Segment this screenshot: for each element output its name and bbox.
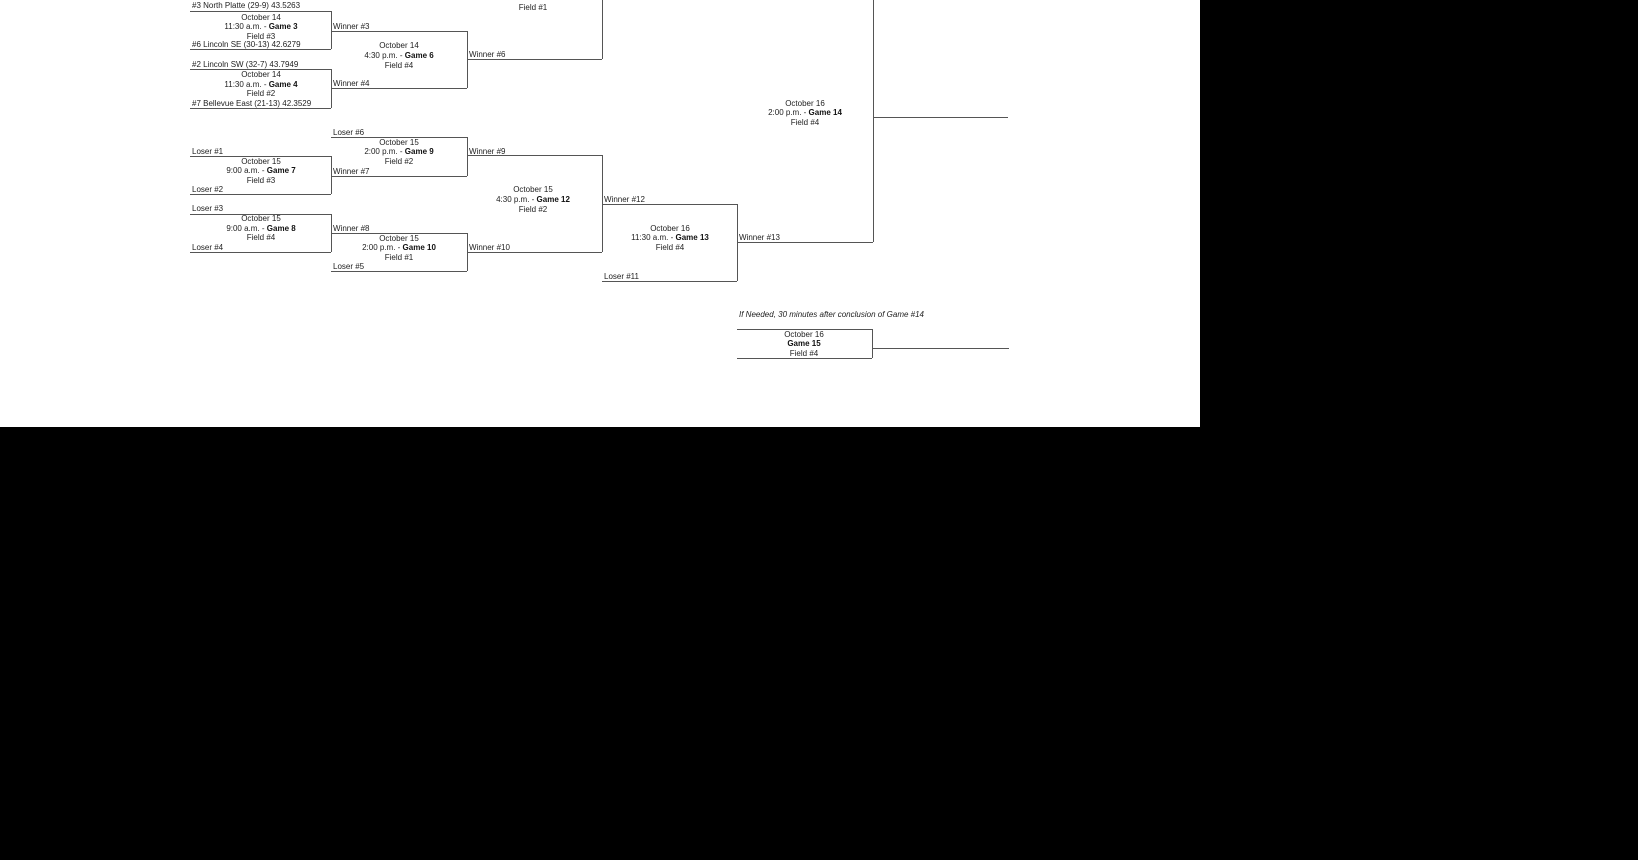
game-time: 2:00 p.m. - Game 9 xyxy=(364,147,434,156)
team-label: Loser #5 xyxy=(333,262,365,271)
bracket-line xyxy=(190,69,331,70)
game-time: 9:00 a.m. - Game 7 xyxy=(226,166,296,175)
game-field: Field #3 xyxy=(246,32,276,41)
team-label: Winner #4 xyxy=(333,79,370,88)
team-label: #2 Lincoln SW (32-7) 43.7949 xyxy=(192,60,299,69)
game-name: Game 15 xyxy=(787,339,821,348)
game-time: 4:30 p.m. - Game 6 xyxy=(364,51,434,60)
bracket-line xyxy=(602,0,603,59)
bracket-line xyxy=(331,176,467,177)
game-date: October 15 xyxy=(379,234,419,243)
game-date: October 15 xyxy=(379,138,419,147)
game-date: October 14 xyxy=(241,70,281,79)
bracket-line xyxy=(331,31,467,32)
bracket-line xyxy=(331,11,332,49)
team-label: #7 Bellevue East (21-13) 42.3529 xyxy=(192,99,312,108)
game-field: Field #4 xyxy=(246,233,276,242)
bracket-line xyxy=(467,59,602,60)
team-label: Winner #3 xyxy=(333,22,370,31)
game-field: Field #1 xyxy=(384,253,414,262)
game-field: Field #2 xyxy=(384,157,414,166)
team-label: Loser #3 xyxy=(192,204,224,213)
team-label: Winner #12 xyxy=(604,195,645,204)
bracket-line xyxy=(737,329,872,330)
team-label: Winner #13 xyxy=(739,233,780,242)
game-field: Field #4 xyxy=(790,118,820,127)
bracket-line xyxy=(737,242,873,243)
team-label: Winner #9 xyxy=(469,147,506,156)
game-11-field: Field #1 xyxy=(518,3,548,12)
bracket-line xyxy=(737,358,872,359)
bracket-line xyxy=(467,31,468,88)
game-field: Field #4 xyxy=(789,349,819,358)
game-date: October 15 xyxy=(241,214,281,223)
team-label: Loser #11 xyxy=(604,272,639,281)
bracket-line xyxy=(602,204,737,205)
bracket-line xyxy=(331,88,467,89)
bracket-line xyxy=(190,108,331,109)
team-label: Winner #7 xyxy=(333,167,370,176)
game-time: 2:00 p.m. - Game 10 xyxy=(362,243,436,252)
bracket-line xyxy=(190,214,331,215)
game-date: October 16 xyxy=(650,224,690,233)
team-label: Loser #1 xyxy=(192,147,224,156)
if-needed-note: If Needed, 30 minutes after conclusion o… xyxy=(739,310,924,319)
team-label: #3 North Platte (29-9) 43.5263 xyxy=(192,1,301,10)
team-label: #6 Lincoln SE (30-13) 42.6279 xyxy=(192,40,301,49)
bracket-line xyxy=(190,49,331,50)
bracket-line xyxy=(467,252,602,253)
bracket-line xyxy=(190,156,331,157)
bracket-line xyxy=(331,156,332,194)
team-label: Loser #2 xyxy=(192,185,224,194)
bracket-line xyxy=(873,0,874,242)
game-time: 11:30 a.m. - Game 4 xyxy=(224,80,298,89)
game-date: October 14 xyxy=(241,13,281,22)
game-field: Field #2 xyxy=(518,205,548,214)
bracket-line xyxy=(467,137,468,176)
bracket-line xyxy=(190,11,331,12)
game-field: Field #2 xyxy=(246,89,276,98)
bracket-line xyxy=(872,348,1009,349)
bracket-line xyxy=(872,329,873,358)
game-date: October 15 xyxy=(241,157,281,166)
game-date: October 15 xyxy=(513,185,553,194)
bracket-line xyxy=(190,194,331,195)
game-time: 11:30 a.m. - Game 3 xyxy=(224,22,298,31)
team-label: Loser #4 xyxy=(192,243,224,252)
game-time: 4:30 p.m. - Game 12 xyxy=(496,195,570,204)
game-date: October 14 xyxy=(379,41,419,50)
bracket-line xyxy=(467,155,602,156)
bracket-content: Field #1 #3 North Platte (29-9) 43.5263 … xyxy=(0,0,1200,425)
game-time: 9:00 a.m. - Game 8 xyxy=(226,224,296,233)
bracket-line xyxy=(331,137,467,138)
bracket-line xyxy=(602,155,603,252)
game-field: Field #4 xyxy=(384,61,414,70)
team-label: Winner #6 xyxy=(469,50,506,59)
team-label: Loser #6 xyxy=(333,128,365,137)
bracket-line xyxy=(331,271,467,272)
game-field: Field #4 xyxy=(655,243,685,252)
team-label: Winner #8 xyxy=(333,224,370,233)
game-time: 2:00 p.m. - Game 14 xyxy=(768,108,842,117)
tournament-bracket: Field #1 #3 North Platte (29-9) 43.5263 … xyxy=(0,0,1200,427)
game-time: 11:30 a.m. - Game 13 xyxy=(631,233,709,242)
game-field: Field #3 xyxy=(246,176,276,185)
game-date: October 16 xyxy=(785,99,825,108)
bracket-line xyxy=(331,233,467,234)
bracket-line xyxy=(873,117,1008,118)
bracket-line xyxy=(602,281,737,282)
game-date: October 16 xyxy=(784,330,824,339)
bracket-line xyxy=(190,252,331,253)
team-label: Winner #10 xyxy=(469,243,510,252)
